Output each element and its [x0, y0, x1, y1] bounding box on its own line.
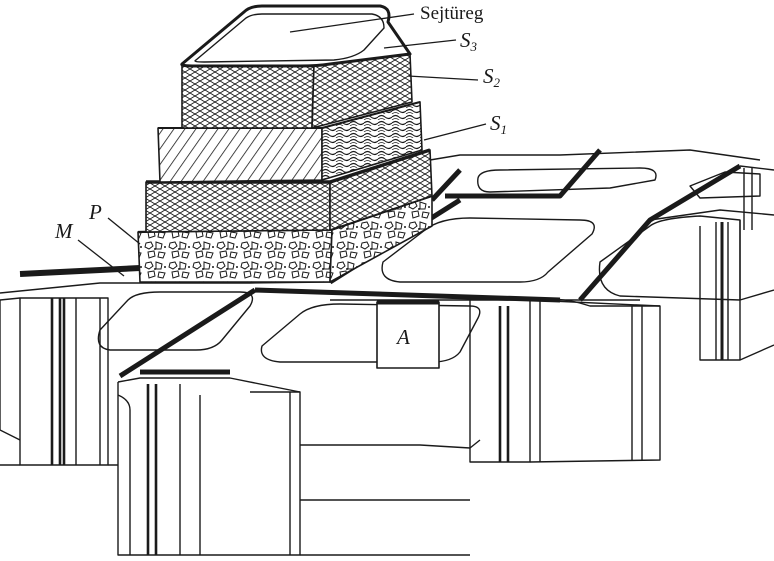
front-base-line [300, 499, 470, 556]
block-left-grooves [50, 298, 66, 465]
block-front-inner [179, 384, 291, 555]
leader-s1 [423, 123, 487, 141]
lamella-band-front [118, 287, 561, 379]
layer-s3-front [181, 63, 315, 129]
block-right-inner [631, 306, 643, 460]
label-cell-cavity: Sejtüreg [420, 3, 484, 24]
leader-m [77, 239, 125, 277]
lumen-left [97, 291, 254, 351]
lumen-back-right [689, 171, 761, 199]
block-far-right [699, 220, 741, 361]
leader-s2 [407, 75, 479, 81]
region-a-box [376, 301, 440, 369]
layer-p-front [137, 229, 333, 283]
label-primary-wall: P [89, 200, 102, 224]
block-right-grooves [498, 306, 510, 462]
label-s2: S2 [483, 64, 500, 90]
leader-s3 [383, 39, 457, 49]
label-middle-lamella: M [55, 219, 73, 243]
lumen-center [260, 303, 481, 363]
lumen-far-right [598, 215, 741, 301]
cell-network [0, 148, 774, 556]
block-left-edge [0, 300, 21, 441]
block-front-cross [300, 439, 481, 449]
block-right-body [529, 299, 661, 463]
layer-s2-front [157, 127, 323, 183]
block-front-notch [117, 394, 131, 555]
surface-outline-back [429, 149, 761, 161]
block-front-top [117, 377, 301, 393]
cell-cavity [194, 13, 385, 63]
block-left-face [0, 297, 109, 466]
block-front-grooves [146, 384, 158, 555]
leader-sejtureg [289, 13, 415, 33]
block-right-cap [529, 298, 660, 307]
label-region-a: A [397, 325, 410, 349]
leader-lines [77, 13, 487, 277]
lumen-right-top [477, 167, 657, 193]
lumen-right-mid [381, 217, 595, 283]
lamella-band-left [19, 265, 141, 277]
layer-s1-front [145, 181, 331, 233]
block-far-right-edge [739, 289, 774, 361]
surface-outline-right [649, 165, 774, 221]
block-left-inner [75, 298, 101, 465]
label-s1: S1 [490, 111, 507, 137]
block-back-right [743, 168, 753, 230]
cell-wall-stack [137, 4, 433, 283]
block-front-face [117, 382, 301, 556]
lamella-band-right-upper [430, 148, 602, 202]
leader-p [107, 217, 141, 245]
label-s3: S3 [460, 28, 477, 54]
